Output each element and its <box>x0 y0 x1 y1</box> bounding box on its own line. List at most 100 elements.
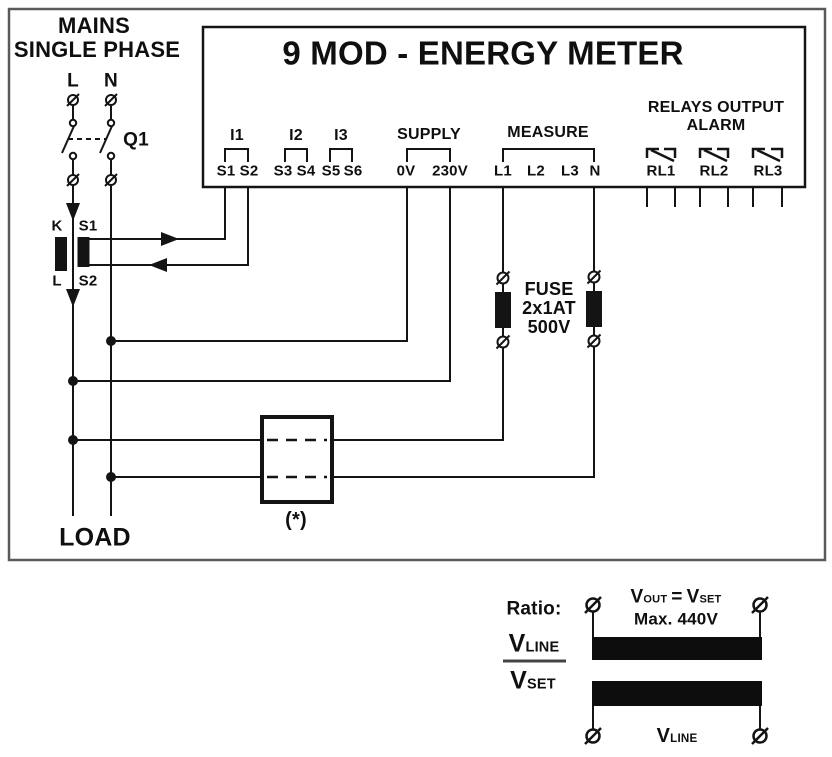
terminal-s1: S1 <box>216 162 236 180</box>
relay-contact-icon <box>645 147 677 163</box>
vt-legend <box>584 596 769 745</box>
ct-primary-bar <box>55 237 67 271</box>
left-arrow-icon <box>149 258 167 272</box>
vline-label: VLINE <box>656 725 698 747</box>
wire-supply-230v <box>73 187 451 382</box>
terminal-n: N <box>589 162 601 180</box>
phase-label: L <box>67 70 79 92</box>
vt-primary-winding-bar <box>592 637 762 660</box>
meter-title: 9 MOD - ENERGY METER <box>282 34 684 72</box>
ratio-denominator: VSET <box>510 666 556 695</box>
vt-legend-stubs <box>592 611 761 730</box>
group-label-relays-line2: ALARM <box>686 117 746 134</box>
ct-s2-label: S2 <box>78 272 98 290</box>
group-label-i2: I2 <box>289 127 303 144</box>
terminal-s3: S3 <box>273 162 293 180</box>
screw-terminal-icon <box>586 269 602 285</box>
neutral-label: N <box>104 70 118 92</box>
wire-measure-n <box>111 187 595 478</box>
screw-terminal-icon <box>495 334 511 350</box>
wire-measure-l1 <box>73 187 504 441</box>
terminal-l2: L2 <box>527 162 545 180</box>
down-arrow-icon <box>66 203 80 221</box>
terminal-s2: S2 <box>239 162 259 180</box>
group-label-relays-line1: RELAYS OUTPUT <box>647 99 785 116</box>
fuse-body <box>495 292 511 328</box>
mains-terminals <box>66 93 118 187</box>
vt-note: (*) <box>285 509 307 531</box>
terminal-l1: L1 <box>494 162 512 180</box>
ratio-numerator: VLINE <box>508 629 560 658</box>
screw-terminal-icon <box>584 727 602 745</box>
screw-terminal-icon <box>751 727 769 745</box>
fuse-body <box>586 291 602 327</box>
mains-title-line1: MAINS <box>58 13 130 38</box>
wires <box>61 105 783 516</box>
wire-ct-s1 <box>89 187 226 240</box>
ct-s1-label: S1 <box>78 217 98 235</box>
bracket-i2 <box>284 148 308 162</box>
vt-secondary-winding-bar <box>592 681 762 706</box>
bracket-i3 <box>329 148 353 162</box>
terminal-brackets <box>224 148 595 162</box>
outer-frame <box>7 7 827 562</box>
fuse-label-line1: FUSE <box>524 279 574 299</box>
breaker-contacts <box>68 118 116 161</box>
fuse-l1 <box>495 270 511 350</box>
group-label-supply: SUPPLY <box>397 126 461 143</box>
junction-dot <box>68 435 78 445</box>
fuse-label-line2: 2x1AT <box>522 298 576 318</box>
vt-dashed-box <box>260 415 334 504</box>
screw-terminal-icon <box>104 93 118 107</box>
junction-dot <box>68 376 78 386</box>
terminal-0v: 0V <box>396 162 416 180</box>
ct-k-label: K <box>51 217 63 235</box>
terminal-s4: S4 <box>296 162 316 180</box>
group-label-i3: I3 <box>334 127 348 144</box>
terminal-s6: S6 <box>343 162 363 180</box>
mains-title-line2: SINGLE PHASE <box>13 37 181 62</box>
terminal-rl1: RL1 <box>646 162 676 180</box>
junction-dot <box>106 472 116 482</box>
wire-supply-0v <box>111 187 408 342</box>
ct-l-label: L <box>52 272 62 290</box>
group-label-i1: I1 <box>230 127 244 144</box>
screw-terminal-icon <box>584 596 602 614</box>
terminal-rl2: RL2 <box>699 162 729 180</box>
bracket-supply <box>406 148 451 162</box>
right-arrow-icon <box>161 232 179 246</box>
relay-contacts <box>645 147 784 163</box>
ratio-label: Ratio: <box>506 598 562 620</box>
relay-contact-icon <box>751 147 784 163</box>
screw-terminal-icon <box>586 333 602 349</box>
breaker-label: Q1 <box>123 129 149 151</box>
terminal-rl3: RL3 <box>753 162 783 180</box>
wire-ct-s2 <box>89 187 249 266</box>
bracket-measure <box>502 148 595 162</box>
relay-contact-icon <box>698 147 730 163</box>
fuse-label-line3: 500V <box>527 317 571 337</box>
terminal-s5: S5 <box>321 162 341 180</box>
vout-vset-note: VOUT=VSET <box>630 586 722 608</box>
contact-dot <box>106 151 116 161</box>
fuse-n <box>586 269 602 349</box>
bracket-i1 <box>224 148 249 162</box>
terminal-230v: 230V <box>432 162 468 180</box>
screw-terminal-icon <box>66 173 80 187</box>
group-label-measure: MEASURE <box>507 124 589 141</box>
contact-dot <box>68 118 78 128</box>
contact-dot <box>106 118 116 128</box>
down-arrow-icon <box>66 289 80 307</box>
load-label: LOAD <box>59 523 131 552</box>
junction-dots <box>68 336 116 482</box>
max-voltage-note: Max. 440V <box>633 609 719 629</box>
terminal-l3: L3 <box>561 162 579 180</box>
screw-terminal-icon <box>495 270 511 286</box>
flow-arrows <box>66 203 179 307</box>
contact-dot <box>68 151 78 161</box>
screw-terminal-icon <box>104 173 118 187</box>
vt-box <box>260 415 334 504</box>
ct-secondary-bar <box>77 237 90 267</box>
